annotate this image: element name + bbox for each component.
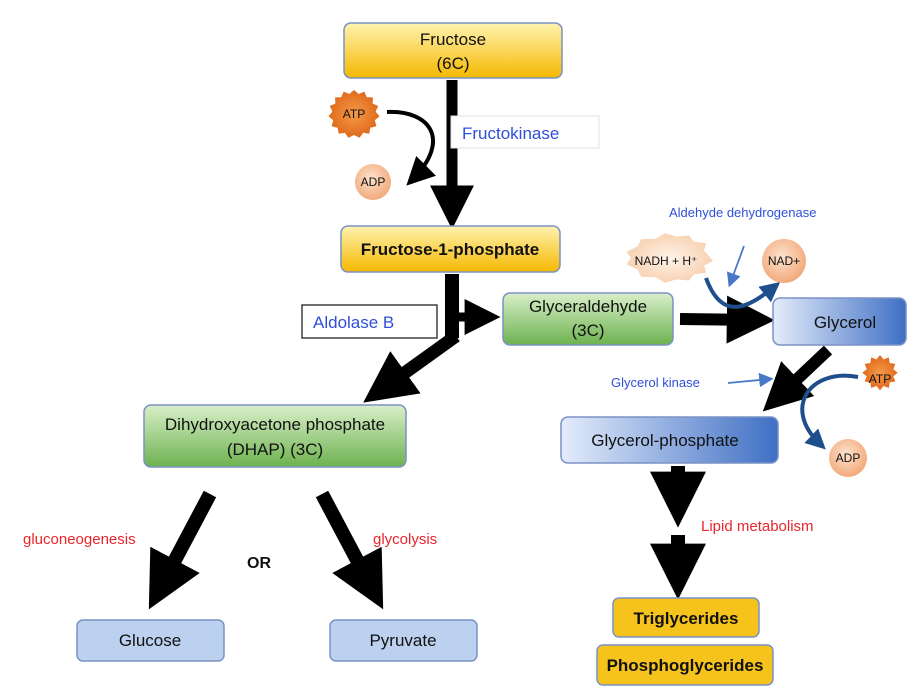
glycerol-label: Glycerol bbox=[814, 313, 876, 332]
aldehyde-dehydrogenase-label: Aldehyde dehydrogenase bbox=[669, 205, 816, 220]
arrow-glyceraldehyde-to-glycerol bbox=[679, 295, 775, 344]
nad-badge: NAD+ bbox=[762, 239, 806, 283]
triglycerides-label: Triglycerides bbox=[634, 609, 739, 628]
atp-burst-icon bbox=[328, 90, 380, 138]
dhap-label: Dihydroxyacetone phosphate bbox=[165, 415, 385, 434]
glycerol-phosphate-label: Glycerol-phosphate bbox=[591, 431, 738, 450]
fructose-carbons: (6C) bbox=[436, 54, 469, 73]
phosphoglycerides-label: Phosphoglycerides bbox=[607, 656, 764, 675]
glyceraldehyde-label: Glyceraldehyde bbox=[529, 297, 647, 316]
atp-right-label: ATP bbox=[869, 372, 891, 386]
atp-adp-curve-top bbox=[386, 109, 437, 186]
pyruvate-label: Pyruvate bbox=[369, 631, 436, 650]
atp-adp-curve-right bbox=[800, 373, 859, 450]
glycolysis-label: glycolysis bbox=[373, 531, 437, 548]
adp-top-label: ADP bbox=[361, 175, 386, 189]
atp-top-label: ATP bbox=[343, 107, 365, 121]
fructose-1-phosphate-node: Fructose-1-phosphate bbox=[340, 225, 561, 273]
dhap-carbons: (DHAP) (3C) bbox=[227, 440, 323, 459]
glycerol-kinase-label: Glycerol kinase bbox=[611, 375, 700, 390]
aldehyde-dehydrogenase-pointer bbox=[726, 245, 745, 288]
adp-badge-right: ADP bbox=[829, 439, 867, 477]
triglycerides-node: Triglycerides bbox=[612, 597, 760, 638]
glyceraldehyde-node: Glyceraldehyde (3C) bbox=[502, 292, 674, 346]
arrow-glycerol-to-glycerol-phosphate bbox=[762, 345, 833, 412]
atp-badge-top: ATP bbox=[328, 90, 380, 138]
pyruvate-node: Pyruvate bbox=[329, 619, 478, 662]
nad-label: NAD+ bbox=[768, 254, 800, 268]
fructose-label: Fructose bbox=[420, 30, 486, 49]
adp-right-label: ADP bbox=[836, 451, 861, 465]
arrow-dhap-to-glucose bbox=[148, 490, 217, 610]
aldolase-b-label: Aldolase B bbox=[313, 313, 394, 332]
arrow-dhap-to-pyruvate bbox=[315, 490, 384, 610]
adp-badge-top: ADP bbox=[355, 164, 391, 200]
fructose-1-phosphate-label: Fructose-1-phosphate bbox=[361, 240, 540, 259]
gluconeogenesis-label: gluconeogenesis bbox=[23, 531, 136, 548]
glucose-label: Glucose bbox=[119, 631, 181, 650]
nadh-burst-icon bbox=[626, 233, 713, 283]
fructokinase-label: Fructokinase bbox=[462, 124, 559, 143]
glycerol-phosphate-node: Glycerol-phosphate bbox=[560, 416, 779, 464]
phosphoglycerides-node: Phosphoglycerides bbox=[596, 644, 774, 686]
glyceraldehyde-carbons: (3C) bbox=[571, 321, 604, 340]
atp-badge-right: ATP bbox=[862, 355, 898, 391]
atp-burst-icon bbox=[862, 355, 898, 391]
glycerol-kinase-pointer bbox=[727, 372, 774, 388]
nadh-label: NADH + H⁺ bbox=[635, 254, 698, 268]
nadh-badge: NADH + H⁺ bbox=[626, 233, 713, 283]
fructose-node: Fructose (6C) bbox=[343, 22, 563, 79]
or-label: OR bbox=[247, 555, 271, 572]
glycerol-node: Glycerol bbox=[772, 297, 907, 346]
dhap-node: Dihydroxyacetone phosphate (DHAP) (3C) bbox=[143, 404, 407, 468]
glucose-node: Glucose bbox=[76, 619, 225, 662]
arrow-f1p-to-dhap bbox=[363, 330, 460, 403]
nadh-nad-curve bbox=[704, 277, 781, 309]
aldolase-b-box: Aldolase B bbox=[301, 304, 438, 339]
lipid-metabolism-label: Lipid metabolism bbox=[701, 518, 814, 535]
fructokinase-box: Fructokinase bbox=[450, 115, 600, 149]
